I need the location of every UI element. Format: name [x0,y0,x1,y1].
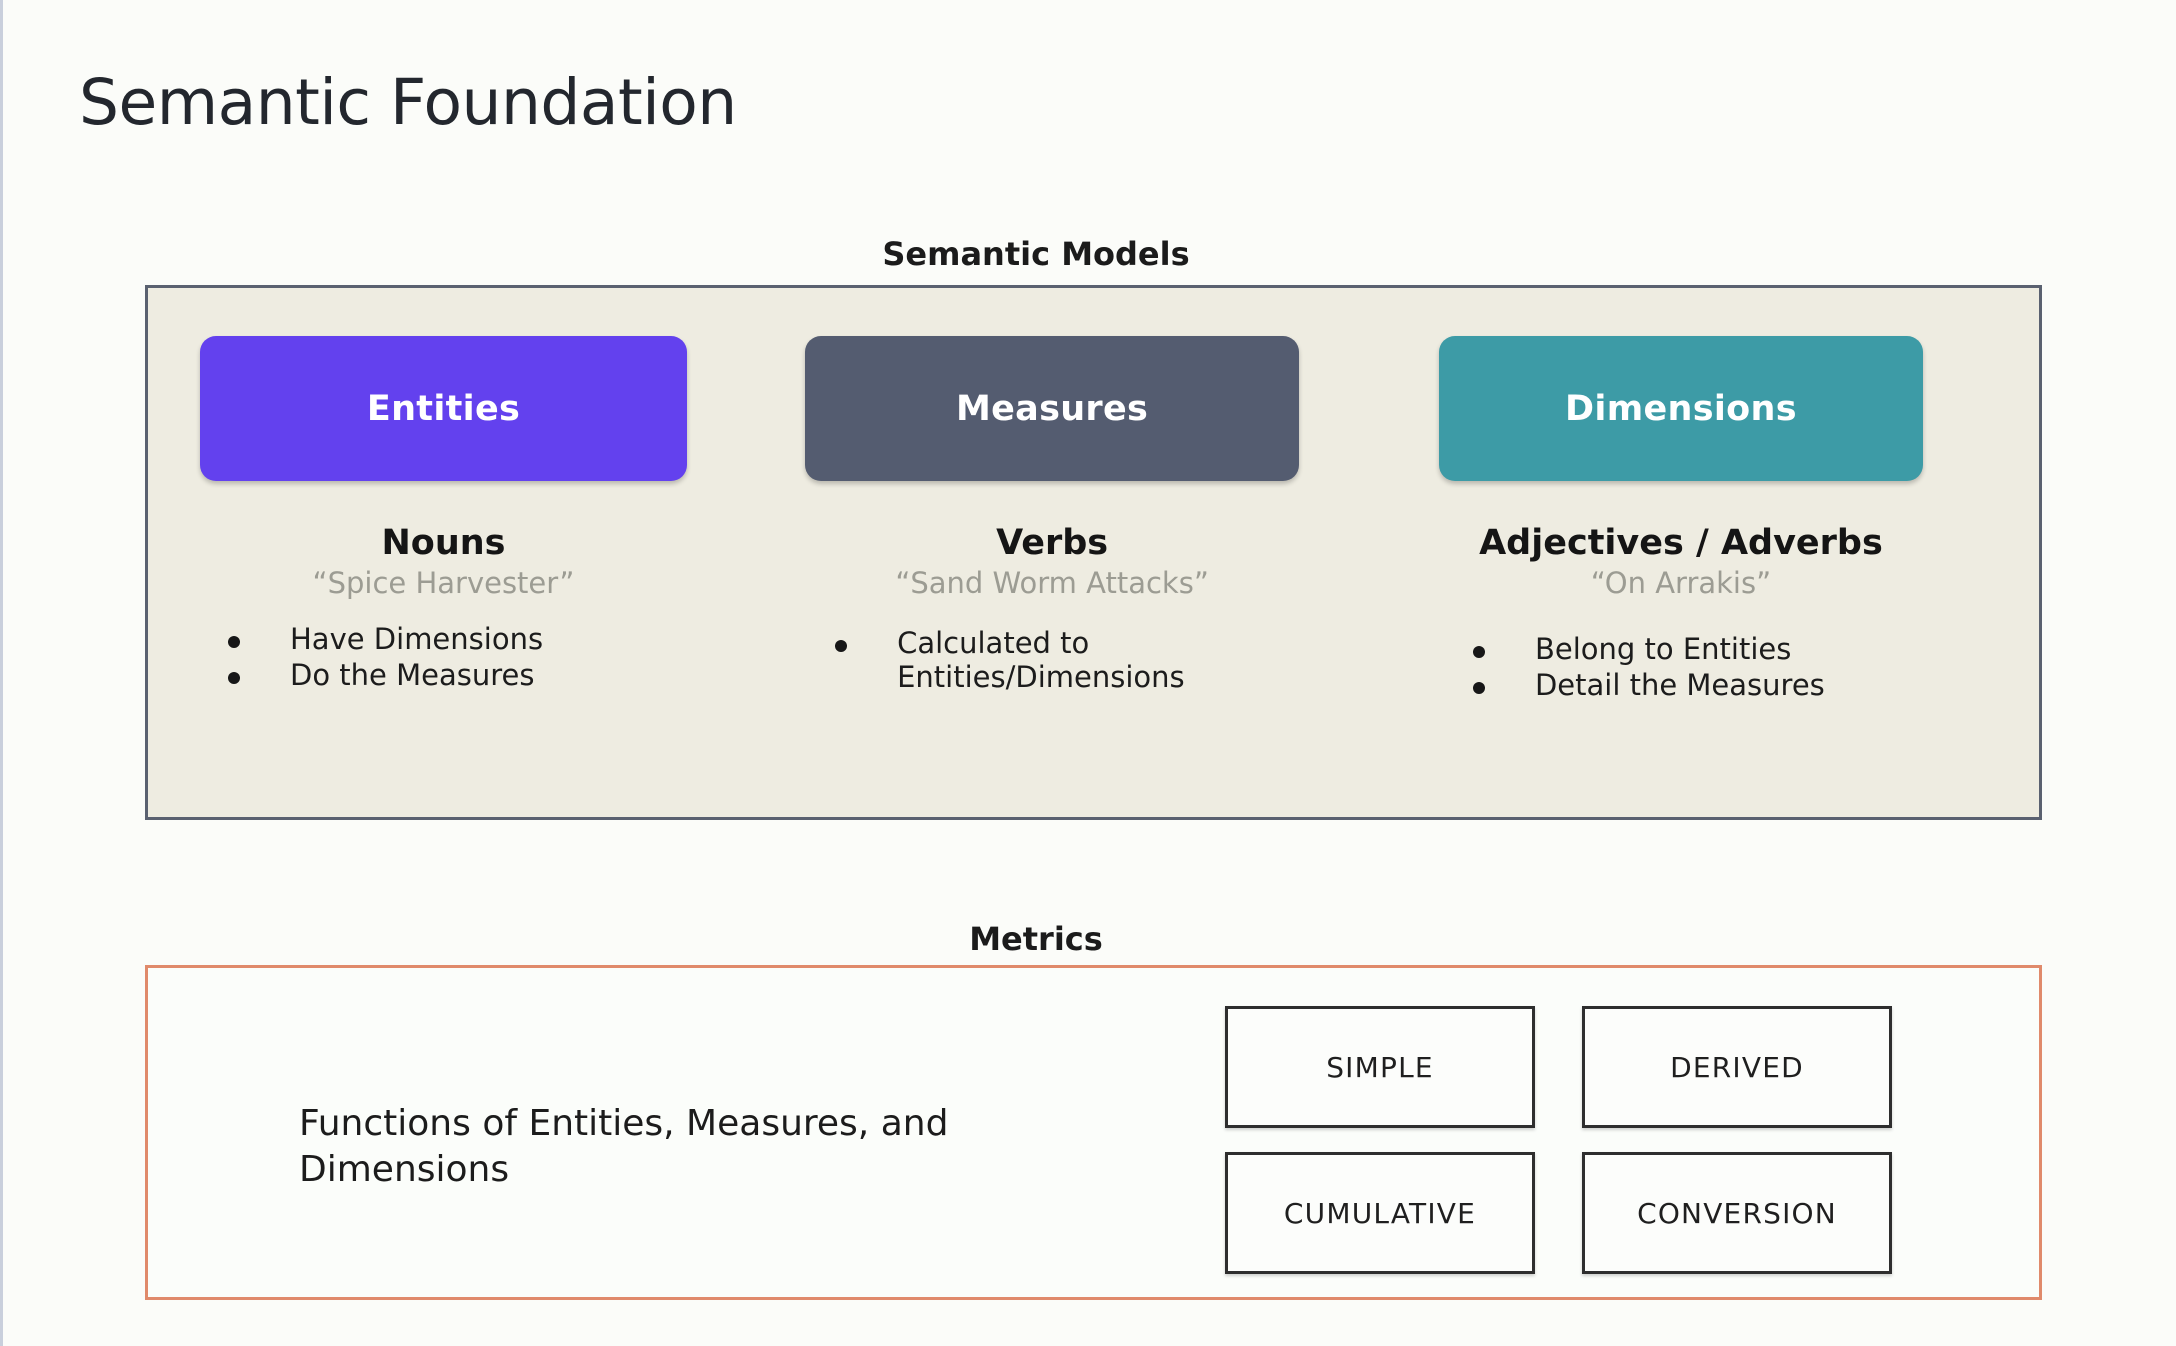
entities-bullet-1: Do the Measures [290,657,535,692]
dimensions-bullet-list: Belong to Entities Detail the Measures [1472,631,2003,702]
dimensions-chip[interactable]: Dimensions [1438,336,1923,481]
metrics-type-grid: SIMPLE DERIVED CUMULATIVE CONVERSION [1225,1006,1892,1274]
dimensions-bullet-0: Belong to Entities [1534,631,1792,666]
metric-type-derived[interactable]: DERIVED [1582,1006,1892,1128]
list-item: Belong to Entities [1472,631,2003,666]
metrics-heading: Metrics [969,920,1103,958]
metrics-panel: Functions of Entities, Measures, and Dim… [145,965,2042,1300]
metric-type-cumulative[interactable]: CUMULATIVE [1225,1152,1535,1274]
entities-bullet-list: Have Dimensions Do the Measures [228,622,753,692]
bullet-dot-icon [835,639,848,652]
entities-example: “Spice Harvester” [312,565,575,600]
model-column-measures: Measures Verbs “Sand Worm Attacks” Calcu… [791,288,1439,696]
bullet-dot-icon [1472,681,1485,694]
page-title: Semantic Foundation [79,66,737,139]
dimensions-bullet-1: Detail the Measures [1534,667,1825,702]
measures-chip[interactable]: Measures [805,336,1300,481]
measures-example: “Sand Worm Attacks” [895,565,1209,600]
entities-bullet-0: Have Dimensions [290,621,544,656]
list-item: Detail the Measures [1472,667,2003,702]
dimensions-example: “On Arrakis” [1590,565,1772,600]
metrics-description: Functions of Entities, Measures, and Dim… [299,1103,949,1191]
entities-part-of-speech: Nouns [381,523,506,563]
bullet-dot-icon [228,671,240,684]
entities-chip[interactable]: Entities [200,336,687,481]
semantic-models-panel: Entities Nouns “Spice Harvester” Have Di… [145,285,2042,820]
metric-type-conversion[interactable]: CONVERSION [1582,1152,1892,1274]
measures-bullet-0: Calculated to Entities/Dimensions [897,625,1185,694]
model-column-entities: Entities Nouns “Spice Harvester” Have Di… [148,288,791,694]
list-item: Do the Measures [228,658,753,692]
list-item: Calculated to Entities/Dimensions [835,626,1423,694]
dimensions-part-of-speech: Adjectives / Adverbs [1479,523,1883,563]
bullet-dot-icon [228,635,240,648]
list-item: Have Dimensions [228,622,753,656]
measures-part-of-speech: Verbs [996,523,1109,563]
measures-bullet-list: Calculated to Entities/Dimensions [835,626,1423,694]
model-column-dimensions: Dimensions Adjectives / Adverbs “On Arra… [1438,288,2039,704]
semantic-models-heading: Semantic Models [882,235,1190,273]
metric-type-simple[interactable]: SIMPLE [1225,1006,1535,1128]
bullet-dot-icon [1472,645,1485,658]
